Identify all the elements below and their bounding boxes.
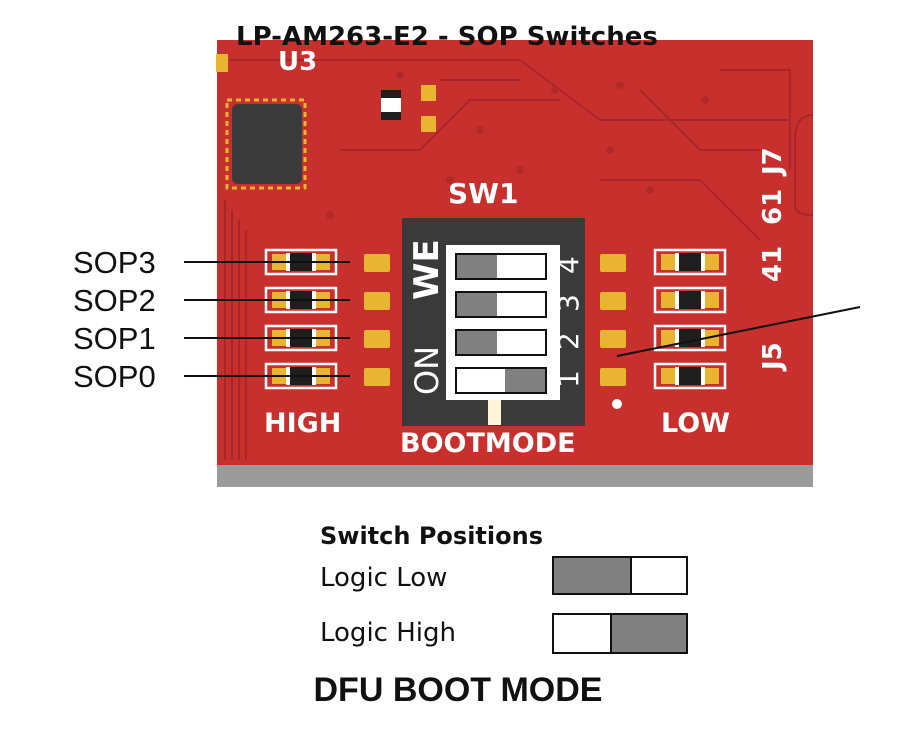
switch-position-number: 3 [552, 294, 585, 312]
low-resistor [653, 286, 727, 314]
pcb-traces [224, 59, 791, 460]
legend-swatch-logic-low [552, 556, 688, 595]
board-edge-notch [794, 114, 814, 216]
pin1-pointer-line [616, 306, 861, 357]
j5-ref-label: J5 [758, 342, 788, 372]
dip-switch-sw1: WE ON 4 3 2 1 [402, 218, 585, 426]
switch-on-label: ON [408, 346, 446, 395]
resistor-group-low [653, 248, 727, 390]
ref-41-label: 41 [758, 246, 788, 282]
sop-label: SOP1 [73, 321, 156, 356]
pad-u3-corner [216, 54, 228, 72]
switch-pad [600, 254, 626, 272]
pcb-board: LP-AM263-E2 - SOP Switches U3 SW1 J7 61 … [216, 22, 814, 465]
switch-pads-right [600, 254, 626, 386]
switch-pad [364, 292, 390, 310]
switch-brand-label: WE [407, 239, 447, 300]
legend-item-logic-high-label: Logic High [320, 618, 456, 648]
ref-61-label: 61 [758, 189, 788, 225]
sop-label: SOP0 [73, 359, 156, 394]
switch-pad [600, 330, 626, 348]
sop-label: SOP3 [73, 245, 156, 280]
low-resistor [653, 362, 727, 390]
diagram-caption: DFU BOOT MODE [314, 671, 603, 709]
dip-switch-actuator [455, 253, 547, 280]
u3-ref-label: U3 [278, 47, 317, 77]
high-label: HIGH [264, 408, 341, 439]
sop-label: SOP2 [73, 283, 156, 318]
legend-swatch-logic-high [552, 613, 688, 654]
switch-pad [364, 330, 390, 348]
low-resistor [653, 324, 727, 352]
sw1-ref-label: SW1 [448, 177, 519, 210]
dip-switch-actuator [455, 367, 547, 394]
dip-switch-actuator [455, 291, 547, 318]
pcb-vias [326, 71, 709, 219]
small-component [381, 85, 436, 132]
low-resistor [653, 248, 727, 276]
legend-title: Switch Positions [320, 522, 543, 550]
switch-position-number: 2 [552, 332, 585, 350]
board-header-text: LP-AM263-E2 - SOP Switches [236, 22, 658, 52]
switch-pad [364, 368, 390, 386]
j7-ref-label: J7 [758, 147, 788, 177]
board-edge [217, 465, 813, 487]
switch-position-number: 1 [552, 370, 585, 388]
pin1-dot-marker [612, 399, 622, 409]
legend: Switch Positions Logic Low Logic High [320, 522, 688, 654]
legend-item-logic-low-label: Logic Low [320, 563, 447, 593]
switch-pad [600, 292, 626, 310]
switch-pad [364, 254, 390, 272]
ic-chip [225, 98, 307, 190]
switch-pad [600, 368, 626, 386]
switch-position-number: 4 [552, 256, 585, 274]
bootmode-label: BOOTMODE [400, 428, 576, 459]
low-label: LOW [661, 408, 730, 439]
dip-switch-actuator [455, 329, 547, 356]
high-resistor [264, 286, 338, 314]
switch-pads-left [364, 254, 390, 386]
